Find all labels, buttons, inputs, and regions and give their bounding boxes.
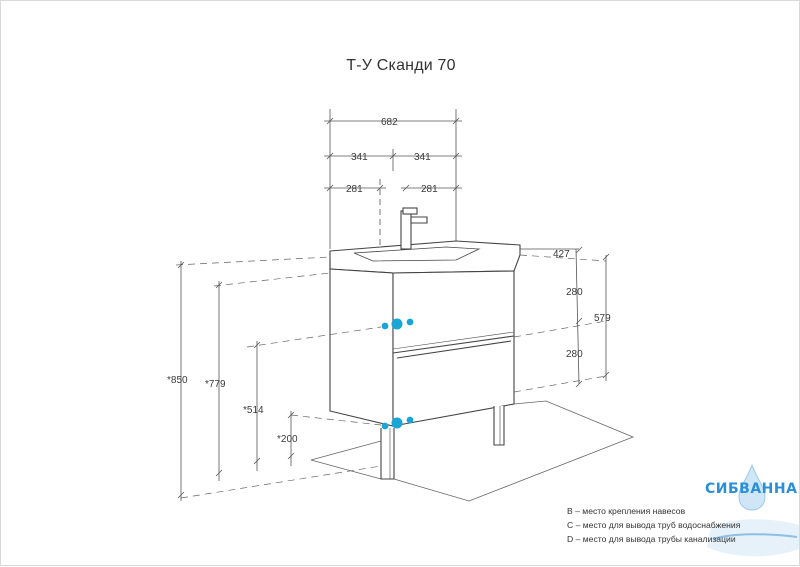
mounting-markers [381,318,414,430]
logo-wordmark: СИБВАННА [705,481,798,497]
mount-point-b-right-icon [406,318,414,326]
right-dimension-lines [520,246,610,388]
dim-579: 579 [594,313,611,324]
dim-514: *514 [243,405,264,416]
dim-341-right: 341 [414,152,431,163]
dim-850: *850 [167,375,188,386]
dim-281-left: 281 [346,184,363,195]
top-dimension-lines [324,109,462,249]
legend-item-d: D – место для вывода трубы канализации [567,534,736,544]
legend-item-c: C – место для вывода труб водоснабжения [567,520,741,530]
legend-item-b: B – место крепления навесов [567,506,686,516]
top-dimension-labels: 682 341 341 281 281 [346,117,438,195]
diagram-title: Т-У Сканди 70 [346,57,456,74]
mount-point-lower-right-icon [406,416,414,424]
water-outlet-c-icon [391,318,403,330]
dim-281-right: 281 [421,184,438,195]
dim-682: 682 [381,117,398,128]
dim-200: *200 [277,434,298,445]
mount-point-b-icon [381,322,389,330]
legend: B – место крепления навесов C – место дл… [567,504,740,546]
sibvanna-logo [707,463,799,557]
left-dimension-labels: *850 *779 *514 *200 [167,375,298,445]
dim-427: 427 [553,249,570,260]
dim-280-upper: 280 [566,287,583,298]
dim-280-lower: 280 [566,349,583,360]
dim-779: *779 [205,379,226,390]
left-dimension-lines [177,261,295,501]
drain-outlet-d-icon [391,417,403,429]
mount-point-lower-icon [381,422,389,430]
vanity-cabinet [329,240,521,480]
floor-outline [310,400,635,502]
right-dimension-labels: 427 280 280 579 [553,249,611,360]
dim-341-left: 341 [351,152,368,163]
faucet-icon [400,207,428,250]
wall-floor-guides [175,254,607,499]
